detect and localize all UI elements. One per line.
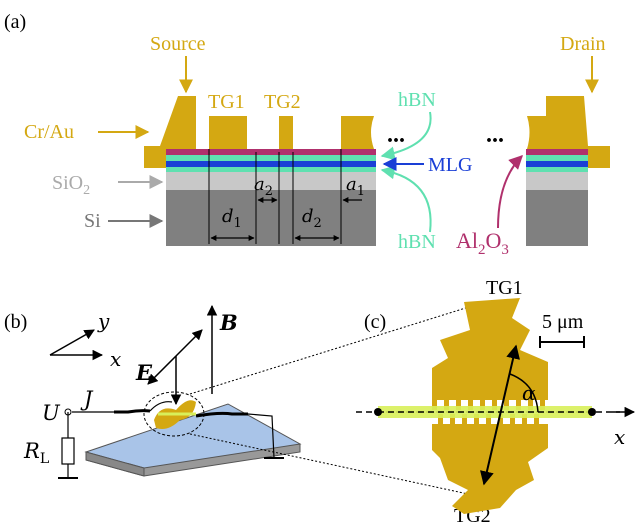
- axis-y-label: y: [97, 309, 110, 333]
- contact-dot-left: [374, 408, 382, 416]
- gate-tg2: [279, 116, 293, 149]
- device-highlight-circle: [143, 391, 205, 437]
- resistor-label: RL: [23, 439, 49, 467]
- angle-label: α: [522, 381, 536, 405]
- angle-arc: [509, 373, 539, 413]
- mlg-left: [166, 161, 376, 167]
- mlg-label: MLG: [428, 154, 472, 176]
- gate-right-edge: [341, 116, 374, 149]
- al2o3-arrow: [497, 155, 523, 229]
- e-field-arrow: [147, 329, 203, 385]
- axis-y-arrow: [49, 329, 95, 356]
- current-label: J: [80, 387, 94, 411]
- lead-left-device: [149, 401, 173, 412]
- hbn-bottom-arrow: [380, 165, 432, 233]
- axis-x-label: x: [110, 347, 121, 371]
- e-field-label: E: [135, 360, 153, 385]
- al2o3-label: Al2O3: [456, 228, 509, 258]
- hbn-bottom-right: [526, 167, 588, 172]
- contact-dot-right: [588, 408, 596, 416]
- source-contact: [144, 96, 196, 168]
- source-label: Source: [150, 33, 206, 55]
- b-field-label: B: [219, 310, 238, 335]
- si-label: Si: [84, 210, 101, 232]
- panel-c: (c) TG1 TG2 5 μm x: [356, 277, 636, 527]
- axis-x-label-c: x: [614, 425, 625, 449]
- substrate-front: [85, 451, 145, 477]
- panel-a-label: (a): [4, 11, 26, 33]
- contact-right: [195, 411, 248, 418]
- hbn-top-right: [526, 155, 588, 161]
- tg1-label: TG1: [208, 91, 245, 113]
- gate-left-drain-side: [527, 116, 546, 149]
- mlg-right: [526, 161, 588, 167]
- drain-contact: [546, 96, 610, 168]
- al2o3-left: [166, 149, 376, 155]
- d2-label: d2: [302, 206, 322, 231]
- sio2-layer-right: [526, 172, 588, 190]
- hbn-bottom-label: hBN: [398, 231, 436, 253]
- load-resistor: [61, 437, 75, 465]
- panel-b-label: (b): [4, 311, 27, 333]
- si-layer-right: [526, 190, 588, 246]
- drain-label: Drain: [560, 33, 606, 55]
- tg2-gate: [432, 424, 548, 514]
- contact-left: [114, 409, 151, 414]
- tg2-label: TG2: [264, 91, 301, 113]
- panel-c-label: (c): [364, 311, 386, 333]
- hbn-top-label: hBN: [398, 89, 436, 111]
- panel-b: (b) y x E B U J RL: [4, 304, 473, 495]
- sio2-label: SiO2: [52, 172, 90, 198]
- ground-wire: [247, 413, 275, 459]
- dimension-lines: [208, 149, 342, 244]
- hbn-top-arrow: [380, 111, 432, 161]
- gate-tg1: [209, 116, 247, 149]
- zoom-guide-top: [189, 305, 473, 395]
- polarization-arrow: [480, 344, 520, 486]
- hbn-top-left: [166, 155, 376, 161]
- scale-bar-label: 5 μm: [542, 311, 584, 333]
- tg1-label-c: TG1: [486, 277, 523, 299]
- al2o3-right: [526, 149, 588, 155]
- voltage-label: U: [42, 401, 61, 425]
- ellipsis-right: ...: [486, 122, 504, 148]
- a1-label: a1: [346, 174, 365, 199]
- ellipsis-left: ...: [387, 122, 405, 148]
- d1-label: d1: [222, 206, 242, 231]
- hbn-bottom-left: [166, 167, 376, 172]
- panel-a: (a) Source Drain TG1 TG2: [4, 11, 610, 258]
- zoom-guide-bottom: [189, 433, 469, 495]
- crau-label: Cr/Au: [24, 121, 74, 143]
- a2-label: a2: [254, 174, 273, 199]
- sio2-layer-left: [166, 172, 376, 190]
